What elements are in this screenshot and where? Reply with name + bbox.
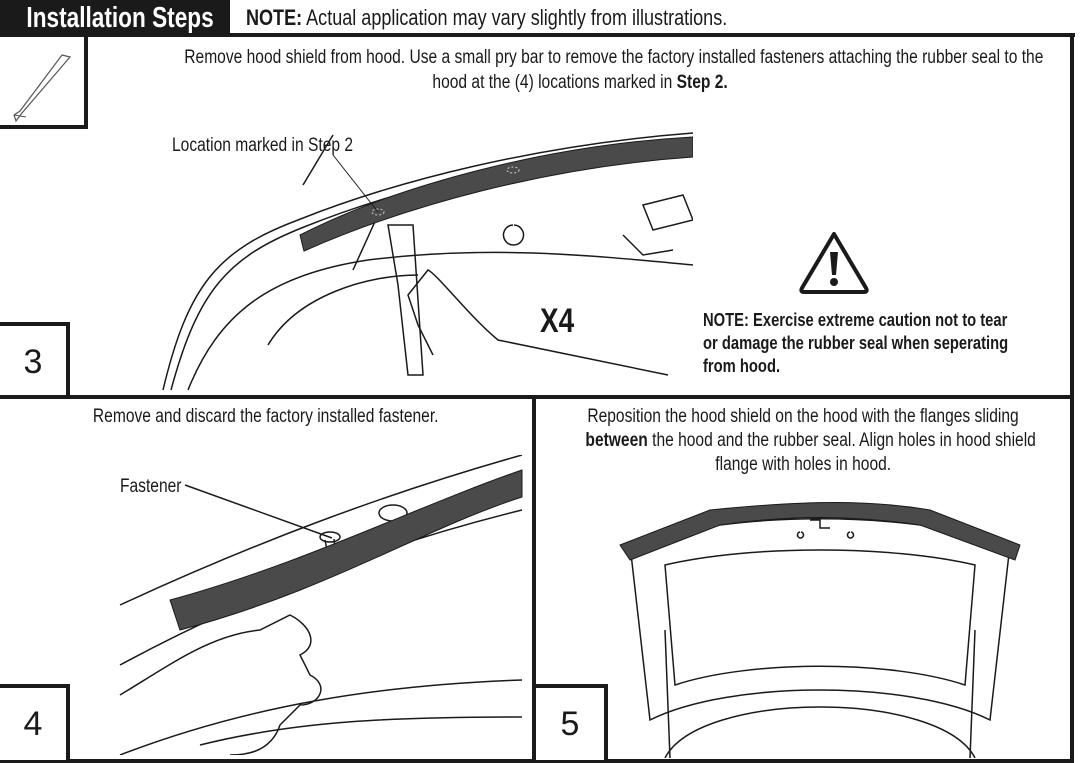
step-number-5: 5	[536, 684, 608, 760]
step-3-instructions: Remove hood shield from hood. Use a smal…	[184, 47, 1044, 68]
page-title-text: Installation Steps	[26, 2, 214, 34]
step-number-3: 3	[0, 322, 70, 395]
step-3-panel	[0, 33, 1074, 399]
step-5-instructions: Reposition the hood shield on the hood w…	[587, 406, 1019, 427]
step-5-instructions-2: between the hood and the rubber seal. Al…	[585, 430, 1036, 451]
pry-bar-tool-box	[0, 37, 88, 129]
pry-bar-icon	[13, 54, 72, 123]
step-4-illustration	[119, 455, 523, 755]
step-3-illustration	[162, 132, 693, 391]
caution-note: NOTE: Exercise extreme caution not to te…	[703, 310, 1009, 376]
step-5-illustration	[619, 502, 1021, 758]
page-title: Installation Steps	[0, 0, 230, 37]
note-text: Actual application may vary slightly fro…	[302, 5, 728, 30]
header-note: NOTE: Actual application may vary slight…	[246, 3, 833, 33]
callout-location-step-2: Location marked in Step 2	[172, 135, 354, 156]
step-5-panel	[532, 395, 1074, 763]
step-number-4: 4	[0, 684, 70, 760]
warning-triangle-icon	[799, 232, 869, 294]
step-5-instructions-3: flange with holes in hood.	[715, 454, 891, 475]
quantity-x4: X4	[540, 302, 575, 340]
note-label: NOTE:	[246, 5, 303, 30]
callout-fastener: Fastener	[120, 476, 182, 497]
step-4-instructions: Remove and discard the factory installed…	[93, 406, 439, 427]
step-3-instructions-2: hood at the (4) locations marked in Step…	[432, 72, 728, 93]
